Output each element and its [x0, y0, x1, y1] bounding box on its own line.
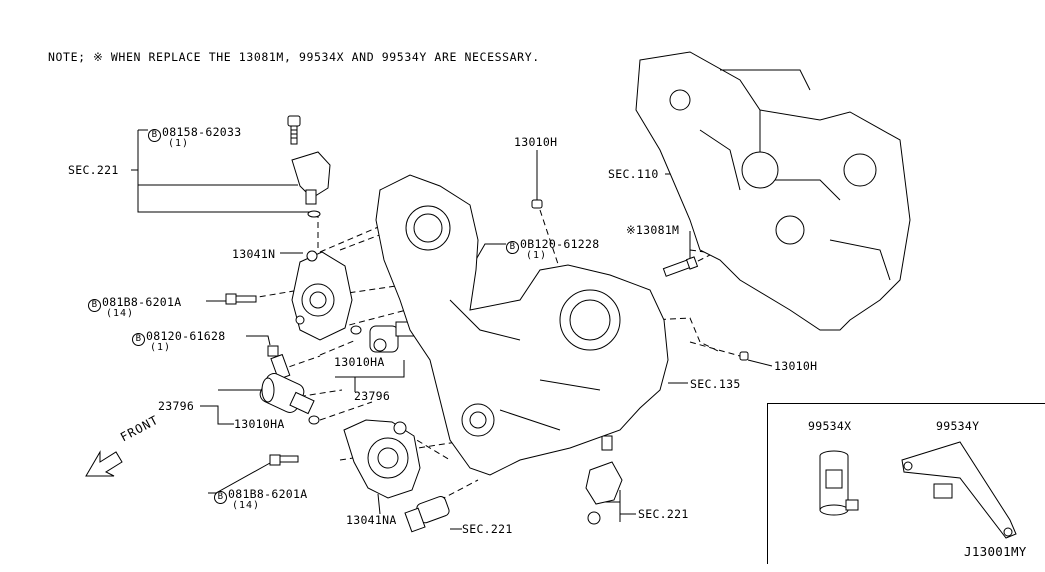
label-bolt-08120-qty: (1)	[150, 342, 172, 353]
bolt-marker-icon: B	[132, 333, 145, 346]
label-sec135: SEC.135	[690, 377, 741, 391]
leader-13010h-right	[747, 359, 773, 367]
label-99534y: 99534Y	[936, 419, 980, 433]
leader-sec221-right	[605, 490, 636, 522]
crank-sensor-icon	[404, 496, 450, 533]
bolt-marker-icon: B	[88, 299, 101, 312]
label-bolt-081b8-qty: (14)	[106, 308, 135, 319]
label-13081m: ※13081M	[626, 223, 680, 237]
bolt-08120-icon	[267, 345, 291, 380]
bolt-marker-icon: B	[214, 491, 227, 504]
special-tools-inset	[767, 403, 1045, 564]
label-13010ha-left: 13010HA	[234, 417, 285, 431]
bolt-13081m-icon	[662, 256, 699, 277]
bolt-marker-icon: B	[506, 241, 519, 254]
label-13010h-top: 13010H	[514, 135, 558, 149]
seal-13010h-icon	[531, 199, 749, 361]
label-bolt-0b120-qty: (1)	[526, 250, 548, 261]
bolt-081b8-lower-icon	[269, 454, 299, 466]
cover-13041na-icon	[343, 419, 421, 499]
cam-sensor-right-icon	[585, 435, 623, 525]
bolt-marker-icon: B	[148, 129, 161, 142]
leader-13010ha-mid	[335, 360, 405, 392]
label-13041n: 13041N	[232, 247, 276, 261]
leader-sec221-top	[131, 129, 318, 213]
leader-23796-left	[200, 389, 262, 425]
camshaft-sensor-icon	[291, 151, 331, 218]
note-text: NOTE; ※ WHEN REPLACE THE 13081M, 99534X …	[48, 50, 540, 64]
label-23796-left: 23796	[158, 399, 195, 413]
diagram-id: J13001MY	[964, 544, 1027, 559]
bolt-081b8-icon	[225, 293, 257, 305]
label-23796-mid: 23796	[354, 389, 391, 403]
front-arrow-icon	[85, 450, 123, 477]
label-13010h-right: 13010H	[774, 359, 818, 373]
label-99534x: 99534X	[808, 419, 852, 433]
label-sec221-right: SEC.221	[638, 507, 689, 521]
front-timing-cover-icon	[375, 174, 669, 476]
label-bolt-081b8-lower-qty: (14)	[232, 500, 261, 511]
cover-13041n-icon	[291, 250, 353, 341]
engine-block-icon	[635, 51, 911, 331]
label-bolt-08158-qty: (1)	[168, 138, 190, 149]
label-13010ha-mid: 13010HA	[334, 355, 385, 369]
leader-13041na	[377, 493, 381, 515]
label-sec221-top: SEC.221	[68, 163, 119, 177]
leader-bolt3	[246, 335, 271, 346]
label-13041na: 13041NA	[346, 513, 397, 527]
label-sec110: SEC.110	[608, 167, 659, 181]
tool-99534x-icon	[819, 450, 859, 516]
solenoid-23796-left-icon	[259, 373, 320, 425]
bolt-08158-icon	[287, 115, 301, 145]
label-sec221-bottom: SEC.221	[462, 522, 513, 536]
tool-99534y-icon	[901, 441, 1017, 539]
